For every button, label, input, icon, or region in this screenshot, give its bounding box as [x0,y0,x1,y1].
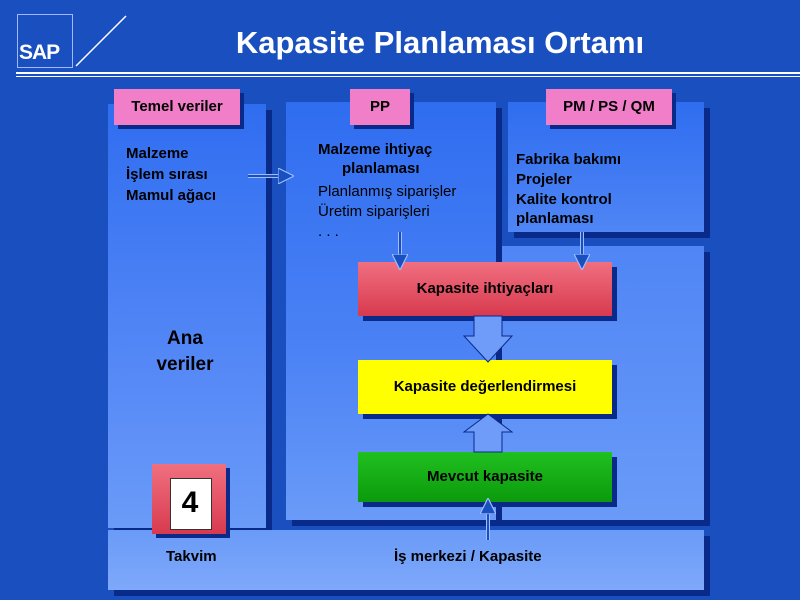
pm-item: Kalite kontrol [516,191,612,208]
pm-item: Projeler [516,171,572,188]
capacity-requirements-box: Kapasite ihtiyaçları [358,262,612,316]
available-capacity-box: Mevcut kapasite [358,452,612,502]
master-item: İşlem sırası [126,166,208,183]
master-item: Mamul ağacı [126,187,217,204]
work-center-label: İş merkezi / Kapasite [394,548,542,565]
tag-pm-ps-qm: PM / PS / QM [546,89,672,125]
pp-item: Planlanmış siparişler [318,183,457,200]
header-divider-thin [16,76,800,77]
pm-item: Fabrika bakımı [516,151,622,168]
master-item: Malzeme [126,145,189,162]
master-data-label: Ana veriler [110,326,260,378]
pm-item: planlaması [516,210,594,227]
calendar-label: Takvim [166,548,217,565]
pp-heading-line: planlaması [342,160,420,177]
master-data-panel [108,104,266,528]
block-arrow-up-icon [462,413,514,453]
header-divider [16,72,800,74]
pp-item: . . . [318,223,339,240]
tag-master-data: Temel veriler [114,89,240,125]
logo-slash-icon [75,15,127,67]
page-title: Kapasite Planlaması Ortamı [235,25,645,60]
calendar-number: 4 [181,486,199,519]
capacity-evaluation-box: Kapasite değerlendirmesi [358,360,612,414]
sap-logo: SAP [19,41,60,64]
work-center-panel [108,530,704,590]
master-label-line: veriler [156,354,214,375]
tag-pp: PP [350,89,410,125]
pp-heading-line: Malzeme ihtiyaç [318,141,433,158]
block-arrow-down-icon [462,315,514,363]
calendar-page [170,478,212,530]
pp-item: Üretim siparişleri [318,203,430,220]
sap-logo-frame [17,14,73,68]
master-label-line: Ana [167,328,203,349]
